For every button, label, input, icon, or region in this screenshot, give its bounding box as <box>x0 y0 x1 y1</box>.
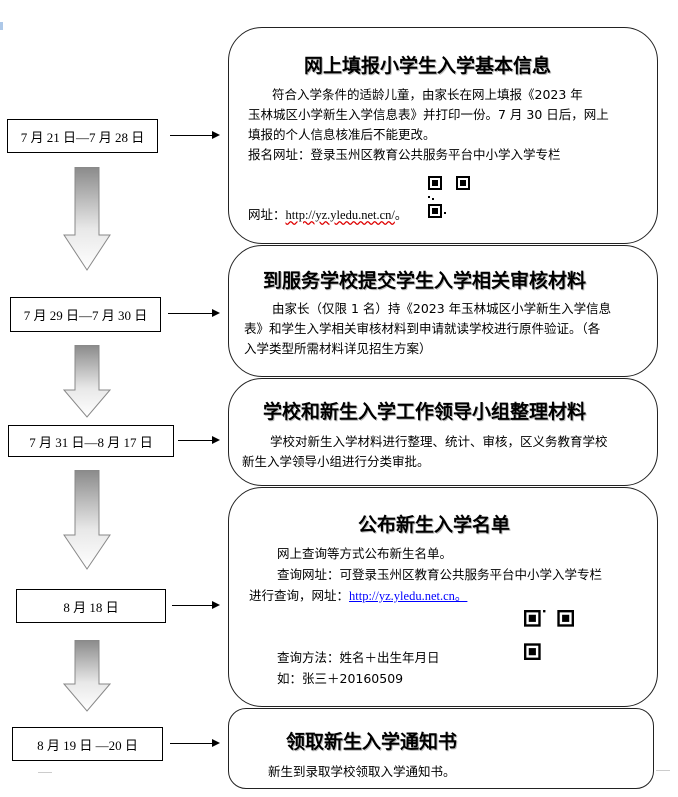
right-arrow-icon <box>178 436 220 444</box>
step-title-3: 学校和新生入学工作领导小组整理材料 <box>263 401 587 423</box>
step-text: 报名网址：登录玉州区教育公共服务平台中小学入学专栏 <box>248 147 561 162</box>
down-arrow-icon <box>63 470 111 570</box>
right-arrow-icon <box>172 601 220 609</box>
date-box-2: 7 月 29 日—7 月 30 日 <box>10 297 161 332</box>
date-box-1: 7 月 21 日—7 月 28 日 <box>7 119 158 153</box>
step-text: 网上查询等方式公布新生名单。 <box>277 546 453 561</box>
step-text: 符合入学条件的适龄儿童，由家长在网上填报《2023 年 <box>272 87 583 102</box>
step-box-5 <box>228 708 654 789</box>
qr-code-icon <box>428 176 470 218</box>
step-text: 查询网址：可登录玉州区教育公共服务平台中小学入学专栏 <box>277 567 603 582</box>
step-text: 表》和学生入学相关审核材料到申请就读学校进行原件验证。（各 <box>244 321 601 336</box>
step-text: 查询方法：姓名＋出生年月日 <box>277 650 440 665</box>
url-link[interactable]: http://yz.yledu.net.cn/ <box>285 208 395 222</box>
url-link[interactable]: http://yz.yledu.net.cn。 <box>349 589 468 603</box>
url-line-1: 网址：http://yz.yledu.net.cn/。 <box>248 205 407 225</box>
date-box-5: 8 月 19 日 —20 日 <box>12 727 163 761</box>
qr-code-icon <box>524 610 574 660</box>
step-text: 由家长（仅限 1 名）持《2023 年玉林城区小学新生入学信息 <box>272 301 612 316</box>
step-title-4: 公布新生入学名单 <box>358 514 511 536</box>
step-title-5: 领取新生入学通知书 <box>286 731 458 753</box>
cursor-marker <box>0 22 3 30</box>
step-box-2 <box>228 245 658 377</box>
right-arrow-icon <box>168 309 220 317</box>
url-label: 进行查询，网址： <box>249 588 350 603</box>
down-arrow-icon <box>63 167 111 271</box>
step-box-4 <box>228 487 658 707</box>
step-title-1: 网上填报小学生入学基本信息 <box>304 55 552 77</box>
date-box-3: 7 月 31 日—8 月 17 日 <box>8 425 174 457</box>
step-text: 填报的个人信息核准后不能更改。 <box>248 127 436 142</box>
step-text: 学校对新生入学材料进行整理、统计、审核，区义务教育学校 <box>270 434 608 449</box>
step-text: 如：张三＋20160509 <box>277 671 404 686</box>
step-text: 玉林城区小学新生入学信息表》并打印一份。7 月 30 日后，网上 <box>248 107 609 122</box>
down-arrow-icon <box>63 640 111 712</box>
url-line-4: 进行查询，网址：http://yz.yledu.net.cn。 <box>249 586 467 606</box>
step-text: 新生到录取学校领取入学通知书。 <box>268 764 456 779</box>
date-box-4: 8 月 18 日 <box>16 589 166 623</box>
step-title-2: 到服务学校提交学生入学相关审核材料 <box>263 270 587 292</box>
step-box-3 <box>228 378 658 486</box>
page-corner-mark <box>38 772 52 773</box>
step-box-1 <box>228 27 658 244</box>
step-text: 入学类型所需材料详见招生方案） <box>244 341 432 356</box>
right-arrow-icon <box>170 739 220 747</box>
page-corner-mark <box>656 770 670 771</box>
right-arrow-icon <box>170 131 220 139</box>
url-label: 网址： <box>248 207 286 222</box>
url-suffix: 。 <box>394 207 408 222</box>
step-text: 新生入学领导小组进行分类审批。 <box>242 454 430 469</box>
down-arrow-icon <box>63 345 111 418</box>
